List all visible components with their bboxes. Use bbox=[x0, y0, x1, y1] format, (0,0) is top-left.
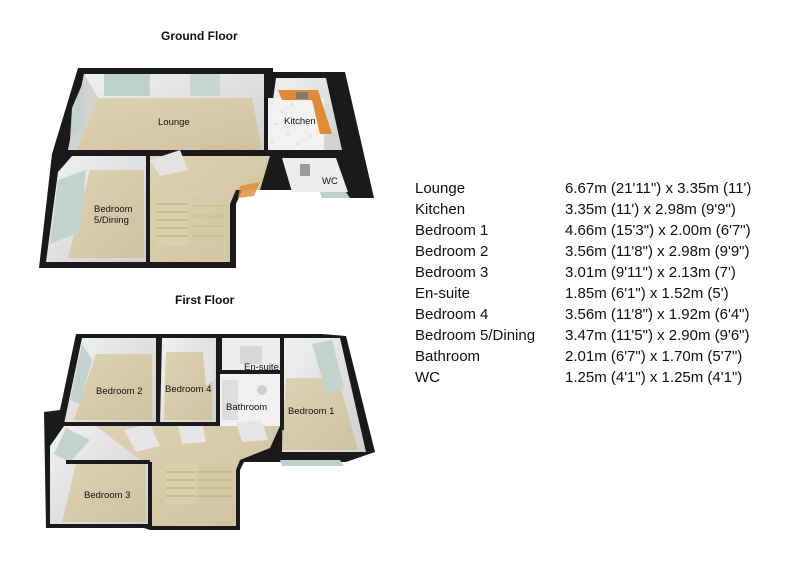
table-row: WC 1.25m (4'1") x 1.25m (4'1") bbox=[415, 367, 751, 388]
room-size: 3.47m (11'5") x 2.90m (9'6") bbox=[565, 327, 750, 344]
room-name: Kitchen bbox=[415, 201, 466, 218]
bedroom1-label: Bedroom 1 bbox=[288, 406, 334, 417]
bedroom3-label: Bedroom 3 bbox=[84, 490, 130, 501]
table-row: Bathroom 2.01m (6'7") x 1.70m (5'7") bbox=[415, 346, 751, 367]
room-size: 3.01m (9'11") x 2.13m (7') bbox=[565, 264, 736, 281]
first-floor-title: First Floor bbox=[175, 293, 235, 307]
kitchen-worktop bbox=[278, 90, 332, 134]
bedroom2-room bbox=[64, 338, 156, 424]
bedroom1-room bbox=[280, 338, 366, 466]
table-row: Kitchen 3.35m (11') x 2.98m (9'9") bbox=[415, 199, 751, 220]
ensuite-label: En-suite bbox=[244, 362, 279, 373]
room-dimensions-table: Lounge 6.67m (21'11") x 3.35m (11') Kitch… bbox=[415, 178, 751, 388]
kitchen-room bbox=[266, 78, 342, 150]
room-name: En-suite bbox=[415, 285, 471, 302]
ensuite-room bbox=[222, 338, 290, 370]
room-size: 1.85m (6'1") x 1.52m (5') bbox=[565, 285, 729, 302]
bedroom2-label: Bedroom 2 bbox=[96, 386, 142, 397]
room-name: Bedroom 3 bbox=[415, 264, 489, 281]
ground-hall bbox=[150, 150, 270, 262]
room-name: Bedroom 2 bbox=[415, 243, 489, 260]
lounge-window-2 bbox=[190, 74, 220, 96]
room-size: 3.56m (11'8") x 1.92m (6'4") bbox=[565, 306, 750, 323]
room-size: 4.66m (15'3") x 2.00m (6'7") bbox=[565, 222, 751, 239]
room-name: Bedroom 4 bbox=[415, 306, 489, 323]
wc-label: WC bbox=[322, 176, 338, 187]
first-stairs bbox=[166, 471, 232, 497]
bathroom-room bbox=[218, 374, 280, 426]
room-size: 1.25m (4'1") x 1.25m (4'1") bbox=[565, 369, 743, 386]
table-row: En-suite 1.85m (6'1") x 1.52m (5') bbox=[415, 283, 751, 304]
ground-floor-title: Ground Floor bbox=[161, 29, 238, 43]
lounge-window bbox=[104, 74, 150, 96]
room-size: 3.35m (11') x 2.98m (9'9") bbox=[565, 201, 736, 218]
room-name: Bedroom 1 bbox=[415, 222, 489, 239]
room-name: Lounge bbox=[415, 180, 466, 197]
table-row: Bedroom 1 4.66m (15'3") x 2.00m (6'7") bbox=[415, 220, 751, 241]
bedroom5-dining-room bbox=[46, 156, 148, 262]
table-row: Lounge 6.67m (21'11") x 3.35m (11') bbox=[415, 178, 751, 199]
kitchen-label: Kitchen bbox=[284, 116, 316, 127]
room-size: 3.56m (11'8") x 2.98m (9'9") bbox=[565, 243, 750, 260]
table-row: Bedroom 3 3.01m (9'11") x 2.13m (7') bbox=[415, 262, 751, 283]
table-row: Bedroom 4 3.56m (11'8") x 1.92m (6'4") bbox=[415, 304, 751, 325]
table-row: Bedroom 5/Dining 3.47m (11'5") x 2.90m (9… bbox=[415, 325, 751, 346]
lounge-room bbox=[68, 74, 266, 150]
bathroom-label: Bathroom bbox=[226, 402, 267, 413]
lounge-label: Lounge bbox=[158, 117, 190, 128]
first-landing bbox=[92, 420, 280, 526]
bedroom4-room bbox=[160, 338, 216, 424]
bedroom5-label-line2: 5/Dining bbox=[94, 215, 129, 226]
room-name: Bedroom 5/Dining bbox=[415, 327, 536, 344]
room-name: WC bbox=[415, 369, 440, 386]
ground-floor-plan: Lounge Kitchen WC Bedroom 5/Dining bbox=[39, 68, 374, 268]
room-name: Bathroom bbox=[415, 348, 481, 365]
room-size: 2.01m (6'7") x 1.70m (5'7") bbox=[565, 348, 743, 365]
table-row: Bedroom 2 3.56m (11'8") x 2.98m (9'9") bbox=[415, 241, 751, 262]
bedroom5-label-line1: Bedroom bbox=[94, 204, 133, 215]
wc-room bbox=[282, 158, 350, 198]
bedroom3-room bbox=[50, 426, 148, 524]
bedroom4-label: Bedroom 4 bbox=[165, 384, 211, 395]
first-floor-plan: Bedroom 2 Bedroom 4 En-suite Bathroom Be… bbox=[44, 334, 375, 530]
room-size: 6.67m (21'11") x 3.35m (11') bbox=[565, 180, 752, 197]
